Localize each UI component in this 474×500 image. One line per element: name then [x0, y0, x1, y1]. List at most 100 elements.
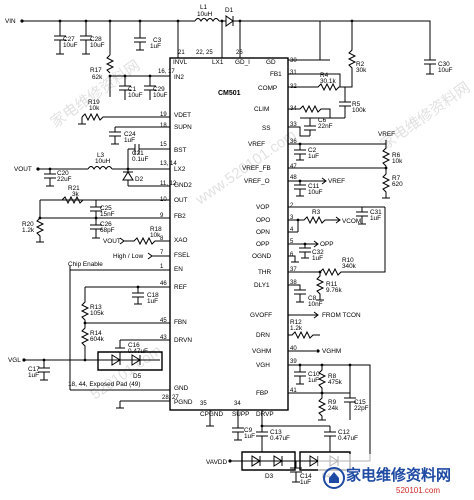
svg-text:GND: GND: [174, 385, 189, 392]
svg-text:22uF: 22uF: [57, 176, 72, 183]
svg-text:31: 31: [290, 70, 297, 76]
svg-text:IN2: IN2: [174, 74, 184, 81]
svg-text:45: 45: [160, 318, 167, 324]
svg-text:6: 6: [290, 252, 294, 258]
svg-text:OPO: OPO: [256, 217, 270, 224]
svg-text:10uF: 10uF: [438, 67, 453, 74]
svg-text:DRN: DRN: [256, 332, 270, 339]
ic-name: CM501: [218, 90, 241, 97]
svg-text:1uF: 1uF: [370, 215, 381, 222]
svg-text:C2: C2: [308, 147, 317, 154]
svg-text:7: 7: [160, 250, 164, 256]
pin-number: 21: [178, 50, 185, 56]
watermark: 家电维修资料网: [378, 79, 474, 153]
svg-text:38: 38: [290, 280, 297, 286]
svg-text:47: 47: [290, 164, 297, 170]
svg-text:R20: R20: [22, 221, 34, 228]
svg-text:R5: R5: [352, 101, 361, 108]
svg-text:C3: C3: [153, 37, 162, 44]
svg-text:1uF: 1uF: [308, 153, 319, 160]
svg-text:DRVN: DRVN: [174, 337, 192, 344]
svg-text:DRVP: DRVP: [256, 411, 274, 418]
dual-diode-d3: [241, 451, 296, 471]
capacitor-c27: [54, 21, 66, 55]
resistor-r11: [315, 272, 325, 301]
svg-text:PGND: PGND: [174, 399, 193, 406]
resistor-r21: [61, 195, 84, 205]
ic-cm501-body: [169, 57, 289, 411]
svg-text:GND2: GND2: [174, 182, 192, 189]
svg-text:10uF: 10uF: [308, 189, 323, 196]
svg-text:VGHM: VGHM: [252, 348, 271, 355]
svg-text:SS: SS: [262, 125, 271, 132]
svg-text:1uF: 1uF: [147, 298, 158, 305]
capacitor-c3: [134, 21, 146, 51]
svg-text:10k: 10k: [150, 232, 161, 239]
resistor-r19: [81, 112, 170, 122]
svg-text:R21: R21: [68, 185, 80, 192]
svg-text:C15: C15: [354, 399, 366, 406]
svg-text:GVOFF: GVOFF: [250, 312, 272, 319]
brand-logo-icon: [323, 467, 345, 489]
svg-text:33: 33: [290, 122, 297, 128]
svg-text:43: 43: [160, 335, 167, 341]
svg-text:R4: R4: [320, 72, 329, 79]
svg-text:R8: R8: [328, 373, 337, 380]
svg-text:16, 17: 16, 17: [158, 69, 175, 75]
svg-text:39: 39: [290, 359, 297, 365]
svg-text:15: 15: [160, 142, 167, 148]
net-vghm-label: VGHM: [322, 348, 341, 355]
svg-text:FSEL: FSEL: [174, 252, 190, 259]
capacitor-c18: [85, 286, 170, 305]
pin-number: 22, 25: [196, 50, 213, 56]
net-vref-label: VREF: [378, 131, 395, 138]
svg-text:0.1uF: 0.1uF: [132, 156, 148, 163]
brand-url: 520101.com: [396, 486, 440, 495]
resistor-r5: [288, 104, 331, 118]
svg-text:18: 18: [160, 123, 167, 129]
capacitor-c26: [90, 218, 102, 239]
svg-text:15nF: 15nF: [100, 211, 115, 218]
svg-text:THR: THR: [258, 269, 272, 276]
svg-text:C28: C28: [90, 36, 102, 43]
svg-text:C17: C17: [28, 366, 40, 373]
svg-text:R3: R3: [312, 209, 321, 216]
svg-text:1: 1: [160, 264, 164, 270]
component-ref: D1: [225, 7, 234, 14]
svg-text:10uF: 10uF: [153, 92, 168, 99]
net-chip-enable-label: Chip Enable: [68, 261, 103, 268]
svg-text:D2: D2: [135, 176, 144, 183]
resistor-r18: [124, 236, 170, 246]
capacitor-c21: [128, 144, 170, 154]
svg-text:CPGND: CPGND: [200, 411, 223, 418]
svg-text:10uF: 10uF: [128, 92, 143, 99]
svg-text:604k: 604k: [90, 336, 105, 343]
component-value: 10uH: [197, 11, 213, 18]
resistor-r3: [288, 215, 341, 225]
svg-text:C30: C30: [438, 61, 450, 68]
svg-text:REF: REF: [174, 284, 187, 291]
capacitor-c1: [119, 76, 131, 100]
capacitor-c8: [288, 284, 306, 303]
svg-text:40: 40: [290, 346, 297, 352]
svg-text:C21: C21: [132, 150, 144, 157]
component-ref: L1: [200, 4, 208, 11]
net-high-low-label: High / Low: [113, 253, 144, 260]
svg-text:FBP: FBP: [256, 390, 268, 397]
resistor-r14: [80, 323, 90, 360]
svg-text:L3: L3: [97, 152, 105, 159]
svg-text:R11: R11: [326, 281, 338, 288]
net-vgl-label: VGL: [8, 357, 21, 364]
svg-text:OPP: OPP: [256, 241, 270, 248]
pin-label: LX1: [212, 59, 224, 66]
svg-text:30.1k: 30.1k: [320, 78, 336, 85]
svg-text:C25: C25: [100, 205, 112, 212]
svg-text:10uH: 10uH: [95, 158, 111, 165]
svg-text:8: 8: [160, 236, 164, 242]
capacitor-c32: [299, 244, 311, 259]
svg-text:22pF: 22pF: [354, 405, 369, 412]
svg-text:DLY1: DLY1: [254, 282, 270, 289]
capacitor-c24: [109, 126, 170, 145]
